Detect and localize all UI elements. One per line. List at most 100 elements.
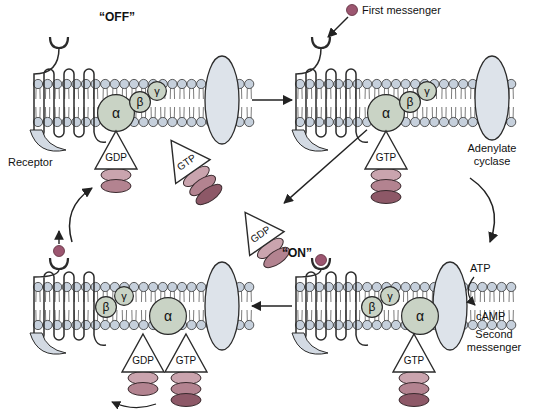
receptor-domain xyxy=(30,333,66,354)
lipid-head xyxy=(449,117,458,126)
lipid-head xyxy=(187,117,196,126)
receptor-domain xyxy=(292,130,328,151)
text-label: ATP xyxy=(470,262,500,275)
nucleotide-triangle: GDP xyxy=(228,200,284,255)
lipid-head xyxy=(391,320,400,329)
lipid-head xyxy=(363,282,372,291)
nucleotide-triangle: GTP xyxy=(365,131,407,169)
lipid-head xyxy=(187,79,196,88)
lipid-head xyxy=(372,320,381,329)
lipid-head xyxy=(245,117,254,126)
conversion-arrow xyxy=(468,277,475,305)
lipid-head xyxy=(177,79,186,88)
nucleotide-triangle xyxy=(365,131,407,169)
lipid-head xyxy=(72,79,81,88)
subunit-circle xyxy=(115,287,134,306)
ligand-dot xyxy=(316,255,327,266)
cycle-arrow xyxy=(470,178,495,242)
lipid-head xyxy=(187,320,196,329)
lipid-head xyxy=(411,117,420,126)
subunit-circle: β xyxy=(361,296,383,318)
nucleotide-triangle xyxy=(393,334,435,372)
lipid-head xyxy=(449,79,458,88)
subunit-circle: α xyxy=(401,297,439,335)
subunit-label: α xyxy=(401,308,439,324)
subunit-circle: γ xyxy=(147,81,167,101)
subunit-circle: γ xyxy=(380,286,400,306)
lipid-head xyxy=(120,79,129,88)
lipid-head xyxy=(401,79,410,88)
lipid-head xyxy=(401,282,410,291)
binding-site xyxy=(50,37,68,48)
receptor-domain xyxy=(30,130,66,151)
cycle-arrow xyxy=(252,99,292,101)
subunit-label: γ xyxy=(417,85,437,98)
node-shape xyxy=(154,128,210,183)
nucleotide-label: GTP xyxy=(393,355,435,367)
receptor-domain xyxy=(292,333,328,354)
release-arrow xyxy=(284,130,367,203)
lipid-head xyxy=(129,320,138,329)
node-shape xyxy=(365,131,407,169)
phosphate-oval xyxy=(101,180,131,193)
subunit-circle: γ xyxy=(417,81,437,101)
lipid-head xyxy=(81,117,90,126)
release-arrow xyxy=(58,231,59,244)
subunit-circle xyxy=(400,92,421,113)
adenylate-cyclase xyxy=(205,56,239,144)
lipid-head xyxy=(149,282,158,291)
lipid-head xyxy=(507,282,516,291)
adenylate-cyclase xyxy=(475,56,509,140)
receptor-chain xyxy=(296,48,368,142)
lipid-head xyxy=(72,117,81,126)
subunit-label: α xyxy=(149,308,187,324)
phosphate-oval xyxy=(399,394,429,407)
lipid-head xyxy=(245,79,254,88)
subunit-circle: α xyxy=(149,297,187,335)
lipid-head xyxy=(91,320,100,329)
lipid-head xyxy=(295,320,304,329)
subunit-label: γ xyxy=(380,290,400,303)
lipid-head xyxy=(197,320,206,329)
adenylate-cyclase xyxy=(205,262,239,350)
adenylate-cyclase xyxy=(433,262,467,350)
subunit-label: γ xyxy=(147,85,167,98)
subunit-circle xyxy=(98,95,135,132)
subunit-circle: γ xyxy=(114,286,134,306)
text-label: cAMP xyxy=(476,310,516,323)
lipid-head xyxy=(168,79,177,88)
lipid-head xyxy=(334,320,343,329)
subunit-circle xyxy=(381,287,400,306)
nucleotide-triangle xyxy=(95,131,137,169)
hydrolysis-arrow xyxy=(112,402,156,408)
binding-arrow xyxy=(328,17,348,37)
subunit-circle xyxy=(368,95,405,132)
subunit-circle: β xyxy=(95,296,117,318)
lipid-head xyxy=(81,79,90,88)
lipid-head xyxy=(120,320,129,329)
lipid-head xyxy=(391,79,400,88)
receptor-chain xyxy=(296,269,368,345)
lipid-head xyxy=(177,117,186,126)
cycle-arrow xyxy=(70,188,93,242)
subunit-circle xyxy=(362,297,383,318)
nucleotide-triangle: GDP xyxy=(122,334,164,372)
lipid-head xyxy=(353,79,362,88)
lipid-head xyxy=(439,117,448,126)
subunit-circle xyxy=(150,298,187,335)
nucleotide-triangle xyxy=(154,128,210,183)
lipid-head xyxy=(430,117,439,126)
node-shape xyxy=(228,200,284,255)
lipid-head xyxy=(101,282,110,291)
nucleotide-triangle: GTP xyxy=(154,128,210,183)
node-shape xyxy=(95,131,137,169)
lipid-head xyxy=(420,117,429,126)
lipid-head xyxy=(245,320,254,329)
nucleotide-triangle: GTP xyxy=(393,334,435,372)
lipid-head xyxy=(295,282,304,291)
subunit-circle xyxy=(130,92,151,113)
lipid-head xyxy=(197,282,206,291)
lipid-head xyxy=(81,282,90,291)
lipid-head xyxy=(363,79,372,88)
